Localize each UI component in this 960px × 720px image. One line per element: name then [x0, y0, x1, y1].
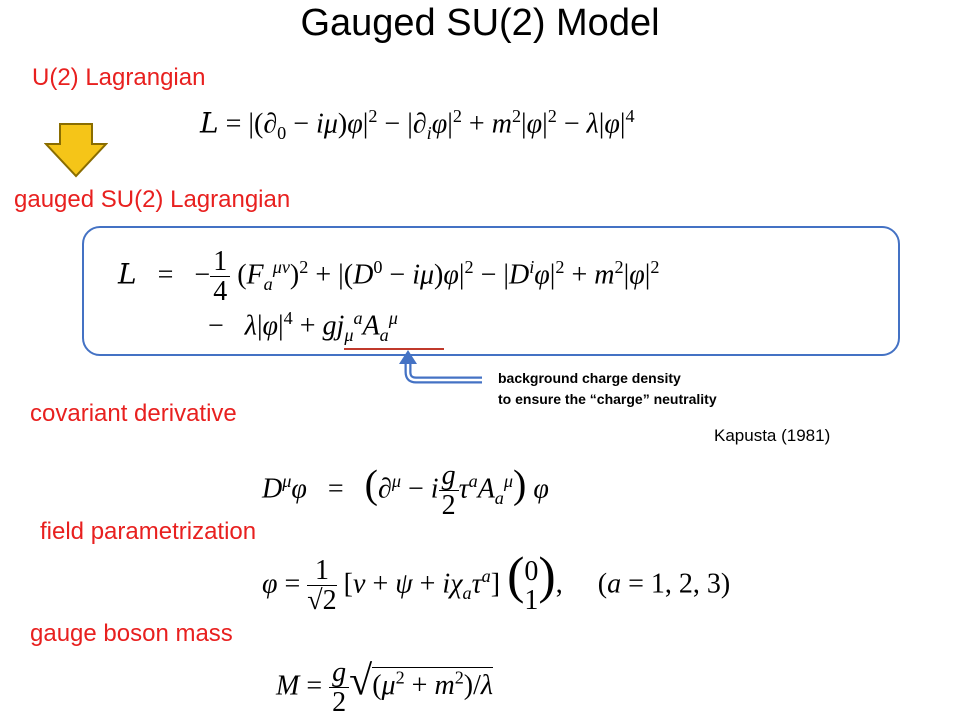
annotation-line-1: background charge density — [498, 370, 681, 386]
annotation-text: background charge density to ensure the … — [498, 368, 717, 410]
section-label-u2: U(2) Lagrangian — [32, 64, 206, 91]
section-label-su2: gauged SU(2) Lagrangian — [14, 186, 291, 213]
citation: Kapusta (1981) — [714, 426, 831, 445]
down-arrow-icon — [44, 123, 108, 178]
annotation-line-2: to ensure the “charge” neutrality — [498, 391, 717, 407]
section-label-mass: gauge boson mass — [30, 620, 233, 647]
equation-u2-lagrangian: L = |(∂0 − iμ)φ|2 − |∂iφ|2 + m2|φ|2 − λ|… — [200, 106, 635, 143]
equation-box — [82, 226, 900, 356]
equation-su2-line2: − λ|φ|4 + gjμaAaμ — [208, 308, 398, 345]
page-title: Gauged SU(2) Model — [300, 2, 660, 44]
section-label-field: field parametrization — [40, 518, 257, 545]
source-term-underline — [344, 348, 444, 350]
bent-arrow-icon — [399, 350, 482, 384]
section-label-covariant: covariant derivative — [30, 400, 237, 427]
